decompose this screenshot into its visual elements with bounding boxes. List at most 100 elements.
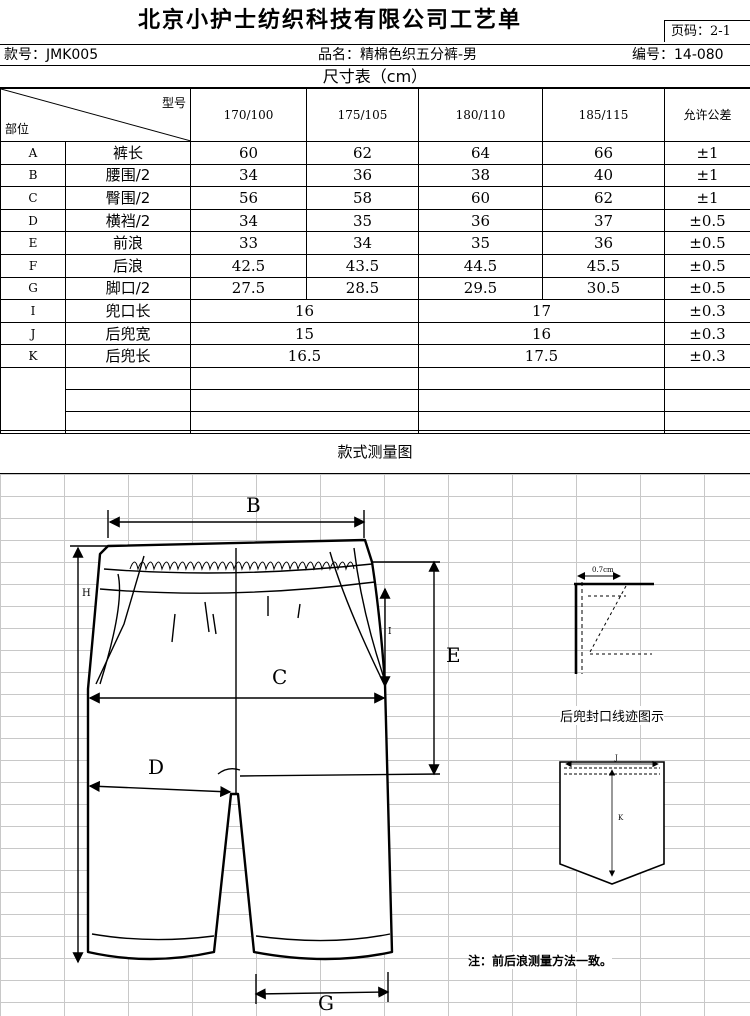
empty-cell (190, 366, 419, 390)
size-value: 34 (190, 208, 307, 233)
part-name: 前浪 (65, 231, 191, 255)
empty-cell (0, 367, 66, 390)
pocket-stitch-caption: 后兜封口线迹图示 (560, 706, 665, 725)
size-header-3: 180/110 (418, 88, 543, 142)
part-code: K (0, 344, 66, 368)
size-value: 66 (542, 141, 665, 165)
size-value: 60 (418, 186, 543, 210)
size-value: 56 (190, 186, 307, 210)
size-table: 型号 部位 170/100 175/105 180/110 185/115 允许… (0, 88, 750, 434)
empty-cell (418, 388, 665, 412)
part-name: 腰围/2 (65, 163, 191, 188)
size-value: 30.5 (542, 276, 665, 301)
empty-cell (664, 366, 750, 390)
label-j: J (614, 754, 618, 762)
label-i: I (388, 627, 392, 637)
empty-cell (418, 366, 665, 390)
size-value-merged: 16.5 (190, 344, 419, 368)
size-value: 42.5 (190, 253, 307, 278)
measurement-note: 注：前后浪测量方法一致。 (468, 952, 613, 969)
table-header-row: 型号 部位 170/100 175/105 180/110 185/115 允许… (0, 88, 750, 142)
shorts-sketch: B C D E G H I J K 0.7cm (70, 493, 665, 1015)
size-value: 29.5 (418, 276, 543, 301)
size-value: 62 (542, 186, 665, 210)
part-code: A (0, 141, 66, 165)
size-value-merged: 16 (190, 299, 419, 323)
empty-cell (190, 388, 419, 412)
empty-cell (664, 388, 750, 412)
part-name: 后浪 (65, 253, 191, 278)
empty-cell (0, 389, 66, 412)
size-value: 64 (418, 141, 543, 165)
size-value: 35 (418, 231, 543, 255)
part-code: F (0, 253, 66, 278)
part-code: B (0, 163, 66, 188)
size-value: 36 (542, 231, 665, 255)
part-name: 后兜长 (65, 344, 191, 368)
size-value: 34 (190, 163, 307, 188)
diagonal-line (1, 89, 190, 141)
size-value-merged: 17.5 (418, 344, 665, 368)
label-d: D (148, 755, 164, 779)
size-value-merged: 16 (418, 321, 665, 346)
size-label: 型号 (161, 96, 186, 110)
size-value: 36 (418, 208, 543, 233)
size-table-title: 尺寸表（cm） (0, 66, 750, 88)
size-value: 35 (306, 208, 419, 233)
size-value: 33 (190, 231, 307, 255)
size-value-merged: 17 (418, 299, 665, 323)
size-value: 38 (418, 163, 543, 188)
tolerance-value: ±1 (664, 163, 750, 188)
size-value-merged: 15 (190, 321, 419, 346)
label-c: C (272, 665, 287, 689)
page-number: 页码：2-1 (664, 20, 750, 42)
part-code: C (0, 186, 66, 210)
part-name: 臀围/2 (65, 186, 191, 210)
tolerance-value: ±0.3 (664, 299, 750, 323)
part-code: D (0, 208, 66, 233)
drawing-title: 款式测量图 (0, 430, 750, 474)
style-number: 款号：JMK005 (4, 47, 99, 63)
tolerance-value: ±0.3 (664, 344, 750, 368)
tolerance-value: ±1 (664, 186, 750, 210)
size-value: 37 (542, 208, 665, 233)
size-value: 60 (190, 141, 307, 165)
size-value: 43.5 (306, 253, 419, 278)
tolerance-header: 允许公差 (664, 88, 750, 142)
part-code: G (0, 276, 66, 301)
info-row: 款号：JMK005 品名：精棉色织五分裤-男 编号：14-080 (0, 44, 750, 66)
tolerance-value: ±0.3 (664, 321, 750, 346)
size-value: 34 (306, 231, 419, 255)
label-e: E (446, 643, 461, 667)
size-value: 45.5 (542, 253, 665, 278)
label-b: B (246, 493, 261, 517)
label-k: K (618, 814, 624, 822)
diagonal-header-cell: 型号 部位 (0, 88, 191, 142)
part-code: I (0, 299, 66, 323)
tolerance-value: ±0.5 (664, 231, 750, 255)
empty-row (0, 410, 750, 434)
serial-number: 编号：14-080 (632, 47, 724, 63)
product-name: 品名：精棉色织五分裤-男 (318, 47, 478, 63)
measurement-drawing: B C D E G H I J K 0.7cm (0, 474, 750, 1016)
tolerance-value: ±0.5 (664, 276, 750, 301)
size-value: 27.5 (190, 276, 307, 301)
size-value: 62 (306, 141, 419, 165)
part-name: 横裆/2 (65, 208, 191, 233)
part-code: E (0, 231, 66, 255)
label-sw: 0.7cm (592, 566, 614, 574)
size-header-1: 170/100 (190, 88, 307, 142)
size-header-2: 175/105 (306, 88, 419, 142)
tolerance-value: ±0.5 (664, 253, 750, 278)
empty-row (0, 388, 750, 412)
part-label: 部位 (5, 122, 30, 136)
empty-row (0, 366, 750, 390)
